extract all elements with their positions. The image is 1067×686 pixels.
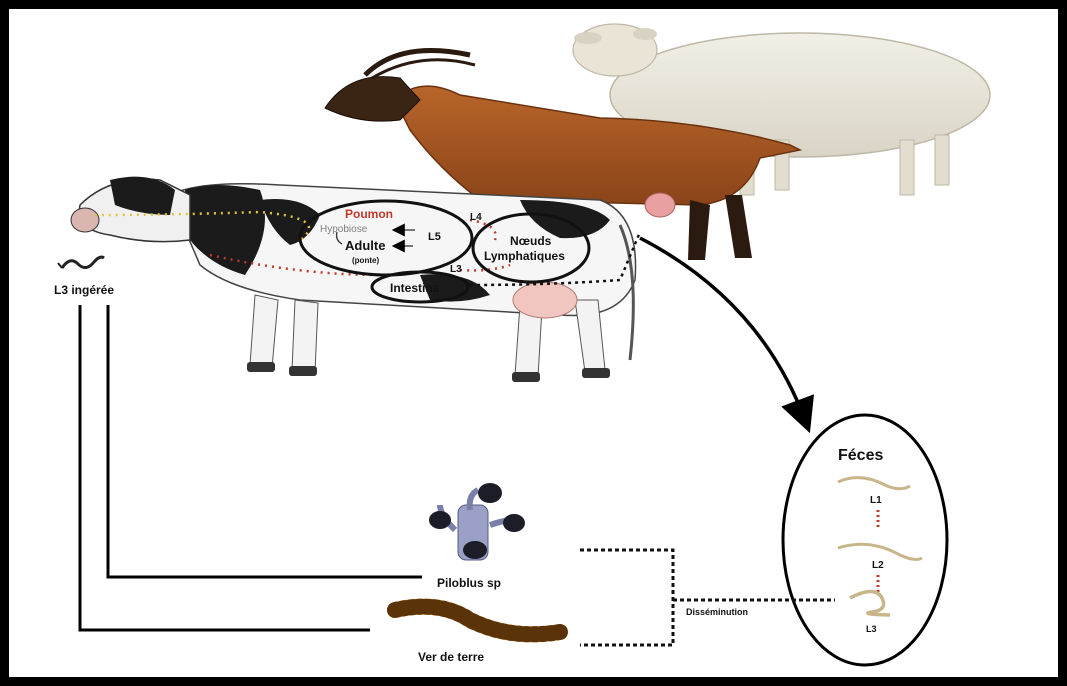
larva-icon: [62, 257, 104, 268]
l3-body-label: L3: [450, 264, 462, 275]
larva-l3-icon: [850, 592, 890, 616]
adulte-label: Adulte: [345, 238, 385, 253]
pilobolus-fungus-illustration: [429, 483, 525, 560]
feces-title: Féces: [838, 447, 883, 464]
larva-l2-icon: [838, 544, 922, 559]
l3-feces-label: L3: [866, 624, 877, 634]
ponte-label: (ponte): [352, 256, 379, 265]
intestins-label: Intestins: [390, 281, 440, 295]
dissemination-label: Disséminution: [686, 607, 748, 617]
l2-label: L2: [872, 560, 884, 571]
dissemination-connectors: [580, 550, 835, 645]
l4-label: L4: [470, 212, 482, 223]
noeuds-label: Nœuds: [510, 234, 552, 248]
poumon-label: Poumon: [345, 207, 393, 221]
ver-de-terre-label: Ver de terre: [418, 650, 484, 664]
piloblus-label: Piloblus sp: [437, 576, 501, 590]
larva-l1-icon: [838, 478, 910, 489]
l1-label: L1: [870, 495, 882, 506]
l5-label: L5: [428, 231, 441, 243]
l3-ingeree-label: L3 ingérée: [54, 283, 114, 297]
hypobiose-label: Hypobiose: [320, 224, 368, 235]
arrow-to-feces: [640, 238, 805, 420]
lymphatiques-label: Lymphatiques: [484, 249, 565, 263]
